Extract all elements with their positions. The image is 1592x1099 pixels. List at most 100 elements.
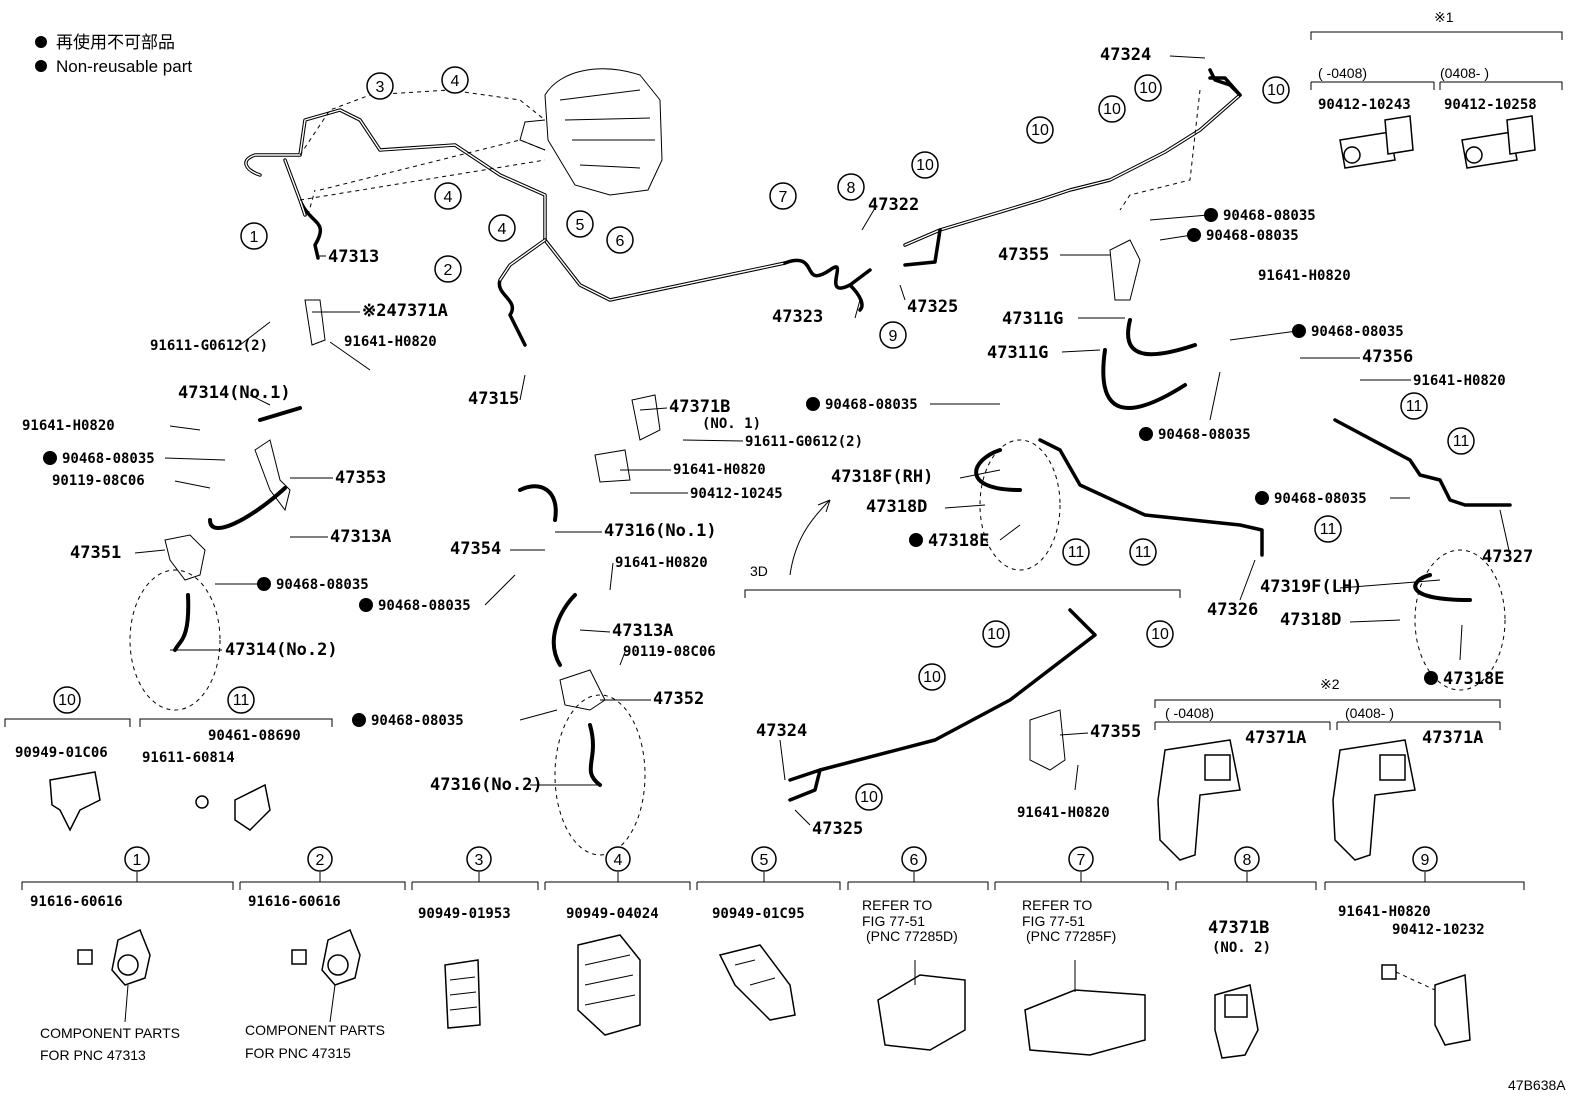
callout-10[interactable]: 10 [1098,95,1126,123]
bottom-part-number[interactable]: 90949-04024 [566,906,659,922]
part-label[interactable]: 47319F(LH) [1260,577,1362,597]
part-label[interactable]: 47318F(RH) [831,467,933,487]
part-label[interactable]: 47371B [669,397,730,417]
callout-7[interactable]: 7 [1068,846,1094,872]
part-label-non-reusable[interactable]: 90468-08035 [276,577,369,593]
part-label-non-reusable[interactable]: 90468-08035 [62,451,155,467]
part-label[interactable]: 91641-H0820 [1413,373,1506,389]
part-label[interactable]: (NO. 1) [702,416,761,432]
bottom-part-number[interactable]: 91641-H0820 [1338,904,1431,920]
note-1-part[interactable]: 90412-10243 [1318,97,1411,113]
part-label[interactable]: 47314(No.1) [178,383,291,403]
part-label[interactable]: 47353 [335,468,386,488]
part-label-non-reusable[interactable]: 47318E [928,531,989,551]
part-label[interactable]: ※247371A [362,301,448,321]
part-label[interactable]: 47324 [1100,45,1151,65]
callout-6[interactable]: 6 [606,226,634,254]
bottom-part-number[interactable]: 91616-60616 [30,894,123,910]
part-label[interactable]: 91641-H0820 [1258,268,1351,284]
callout-10[interactable]: 10 [53,686,81,714]
part-label[interactable]: 47313A [330,527,391,547]
callout-8[interactable]: 8 [1234,846,1260,872]
part-label[interactable]: 47311G [1002,309,1063,329]
callout-4[interactable]: 4 [434,182,462,210]
bottom-part-number[interactable]: 90949-01C95 [712,906,805,922]
part-label[interactable]: 90119-08C06 [623,644,716,660]
callout-10[interactable]: 10 [1026,116,1054,144]
callout-10[interactable]: 10 [918,663,946,691]
part-label[interactable]: 47325 [907,297,958,317]
part-label[interactable]: 90119-08C06 [52,473,145,489]
clamp-10-part[interactable]: 90949-01C06 [15,745,108,761]
callout-10[interactable]: 10 [855,783,883,811]
callout-11[interactable]: 11 [1129,538,1157,566]
part-label[interactable]: 47313A [612,621,673,641]
callout-10[interactable]: 10 [1134,74,1162,102]
callout-10[interactable]: 10 [1262,76,1290,104]
part-label[interactable]: 91641-H0820 [673,462,766,478]
clamp-11-part[interactable]: 91611-60814 [142,750,235,766]
part-label[interactable]: 47327 [1482,547,1533,567]
part-label-non-reusable[interactable]: 90468-08035 [1274,491,1367,507]
part-label[interactable]: 47324 [756,721,807,741]
part-label[interactable]: 91641-H0820 [615,555,708,571]
note-1-part[interactable]: 90412-10258 [1444,97,1537,113]
part-label[interactable]: 47316(No.2) [430,775,543,795]
callout-3[interactable]: 3 [466,846,492,872]
part-label-non-reusable[interactable]: 90468-08035 [371,713,464,729]
part-label[interactable]: 47354 [450,539,501,559]
part-label[interactable]: 47322 [868,195,919,215]
callout-4[interactable]: 4 [441,66,469,94]
part-label[interactable]: 91611-G0612(2) [150,338,268,354]
part-label-non-reusable[interactable]: 90468-08035 [825,397,918,413]
part-label[interactable]: 47316(No.1) [604,521,717,541]
callout-11[interactable]: 11 [1062,538,1090,566]
note-2-part[interactable]: 47371A [1422,728,1483,748]
callout-7[interactable]: 7 [769,182,797,210]
callout-3[interactable]: 3 [366,72,394,100]
part-label[interactable]: 91611-G0612(2) [745,434,863,450]
part-label-non-reusable[interactable]: 90468-08035 [1223,208,1316,224]
part-label[interactable]: 47313 [328,247,379,267]
part-label-non-reusable[interactable]: 90468-08035 [1206,228,1299,244]
part-label[interactable]: 91641-H0820 [1017,805,1110,821]
callout-10[interactable]: 10 [1146,620,1174,648]
callout-2[interactable]: 2 [434,255,462,283]
bottom-part-number[interactable]: 90949-01953 [418,906,511,922]
callout-9[interactable]: 9 [879,321,907,349]
part-label[interactable]: 47315 [468,389,519,409]
callout-1[interactable]: 1 [240,222,268,250]
part-label-non-reusable[interactable]: 90468-08035 [1311,324,1404,340]
callout-5[interactable]: 5 [751,846,777,872]
part-label[interactable]: 47318D [1280,610,1341,630]
callout-8[interactable]: 8 [837,173,865,201]
part-label-non-reusable[interactable]: 47318E [1443,669,1504,689]
callout-6[interactable]: 6 [901,846,927,872]
bottom-part-number[interactable]: 90412-10232 [1392,922,1485,938]
part-label[interactable]: 47323 [772,307,823,327]
part-label[interactable]: 47314(No.2) [225,640,338,660]
bottom-refer-text[interactable]: FIG 77-51 [1022,913,1085,929]
callout-11[interactable]: 11 [1400,392,1428,420]
part-label[interactable]: 91641-H0820 [22,418,115,434]
part-label[interactable]: 91641-H0820 [344,334,437,350]
part-label[interactable]: 47356 [1362,347,1413,367]
callout-4[interactable]: 4 [605,846,631,872]
part-label[interactable]: 47355 [998,245,1049,265]
part-label-non-reusable[interactable]: 90468-08035 [1158,427,1251,443]
bottom-part-number[interactable]: 47371B [1208,918,1269,938]
part-label[interactable]: 47311G [987,343,1048,363]
part-label[interactable]: 47325 [812,819,863,839]
callout-2[interactable]: 2 [307,846,333,872]
callout-11[interactable] [1447,427,1475,455]
part-label[interactable]: 47318D [866,497,927,517]
note-2-part[interactable]: 47371A [1245,728,1306,748]
callout-10[interactable]: 10 [982,620,1010,648]
callout-5[interactable]: 5 [566,210,594,238]
part-label[interactable]: 47351 [70,543,121,563]
part-label-non-reusable[interactable]: 90468-08035 [378,598,471,614]
callout-1[interactable]: 1 [124,846,150,872]
part-label[interactable]: 47326 [1207,600,1258,620]
bottom-refer-text[interactable]: FIG 77-51 [862,913,925,929]
callout-4[interactable]: 4 [488,214,516,242]
